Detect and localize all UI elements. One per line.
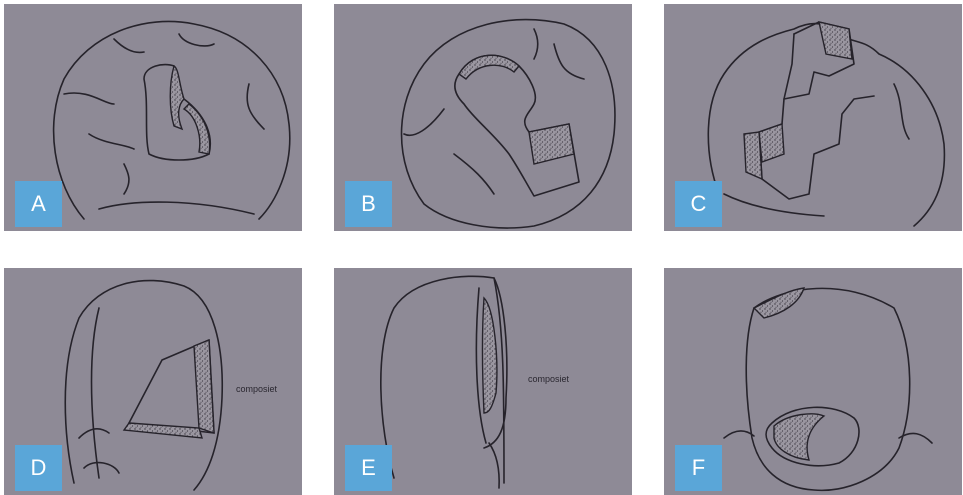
panel-label-badge: F: [675, 445, 722, 491]
diagram-panel-e: composiet E: [334, 268, 632, 495]
composite-annotation-text: composiet: [236, 384, 277, 394]
panel-label-badge: C: [675, 181, 722, 227]
diagram-panel-f: F: [664, 268, 962, 495]
diagram-panel-d: composiet D: [4, 268, 302, 495]
panel-label-badge: D: [15, 445, 62, 491]
composite-annotation-text: composiet: [528, 374, 569, 384]
diagram-panel-a: A: [4, 4, 302, 231]
panel-label-badge: E: [345, 445, 392, 491]
panel-label-badge: B: [345, 181, 392, 227]
diagram-panel-b: B: [334, 4, 632, 231]
diagram-panel-c: C: [664, 4, 962, 231]
panel-label-badge: A: [15, 181, 62, 227]
